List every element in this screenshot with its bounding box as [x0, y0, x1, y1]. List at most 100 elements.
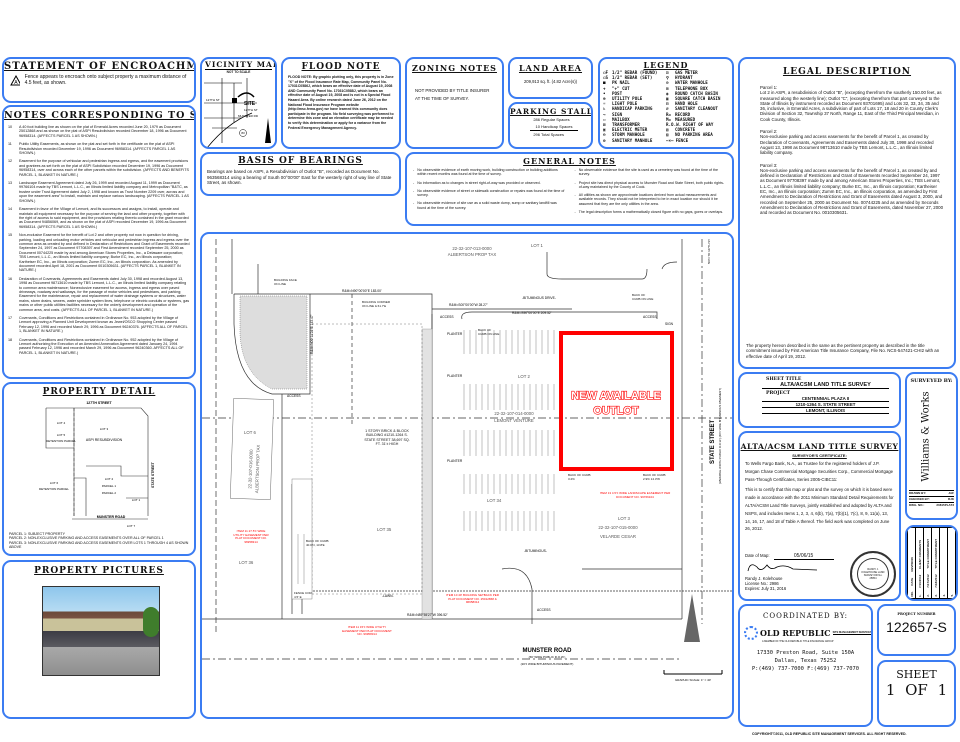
note-number: 13: [8, 181, 13, 186]
bullet-icon: -: [574, 193, 576, 198]
note-text: Easement in favor of the Village of Lemo…: [19, 207, 189, 229]
copyright-text: COPYRIGHT©2011, OLD REPUBLIC SITE MANAGE…: [752, 732, 907, 736]
sheet-title-value: ALTA/ACSM LAND TITLE SURVEY: [762, 382, 889, 389]
bearing-label: R&M=S90°00'00"E 209.52': [512, 311, 552, 315]
legend-label: HYDRANT: [675, 75, 693, 81]
property-detail-panel: PROPERTY DETAIL 127TH STREET MUNSTER ROA…: [2, 382, 196, 556]
new-outlot-highlight[interactable]: [559, 331, 674, 471]
munster-sub1: (66' WIDE PUBLIC R.O.W.): [529, 655, 566, 659]
parcel-legend-3: PARCEL 3: NON-EXCLUSIVE PARKING AND ACCE…: [9, 540, 189, 549]
legend-label: TELEPHONE BOX: [675, 85, 708, 91]
revision-cell: 4.: [941, 594, 946, 597]
total-label: Total Spaces: [541, 132, 564, 137]
back-curb-note: BACK OF CURB 3.2%: [568, 474, 591, 481]
munster-road-label: MUNSTER ROAD: [523, 648, 573, 654]
legend-item: ▣ELECTRIC METER: [603, 127, 666, 132]
planter-label: PLANTER: [447, 459, 463, 463]
address-line-1: 17330 Preston Road, Suite 150A: [756, 650, 855, 656]
encroachments-panel: STATEMENT OF ENCROACHMENTS A Fence appea…: [2, 57, 196, 103]
note-number: 11: [8, 142, 12, 147]
legend-symbol-icon: ⊟: [666, 101, 669, 107]
aspi-label: ASPI RESUBDIVISION: [86, 438, 123, 442]
lot3-label: LOT 3: [618, 516, 630, 521]
legend-symbol-icon: ▧: [666, 132, 669, 138]
flood-note-panel: FLOOD NOTE FLOOD NOTE: By graphic plotti…: [281, 57, 401, 149]
lot-label: LOT 1: [132, 498, 141, 502]
flood-note-text: FLOOD NOTE: By graphic plotting only, th…: [288, 75, 394, 130]
legal-footer: The property hereon described is the sam…: [746, 343, 940, 359]
legend-item: ⊗SANITARY MANHOLE: [603, 138, 666, 143]
parcel-label: Parcel 3:: [760, 162, 778, 168]
vicinity-map: SITE 127TH ST 127TH ST MUNSTER RD 83: [204, 78, 271, 147]
street-right-label: STATE STREET: [151, 461, 155, 488]
bullet-icon: -: [574, 168, 576, 172]
parcel-legend-2: PARCEL 2: NON-EXCLUSIVE PARKING AND ACCE…: [9, 536, 164, 541]
revision-cell: 1.: [917, 594, 922, 597]
general-note: -No observable evidence of earth moving …: [413, 168, 565, 177]
sheet-value: 1 OF 1: [885, 681, 948, 699]
parking-title: PARKING STALLS: [510, 107, 593, 116]
certificate-body: This is to certify that this map or plat…: [745, 487, 894, 532]
parcel-label: Parcel 1:: [760, 85, 778, 90]
revision-cell: CLIENT COMMENTS: [917, 539, 922, 570]
legend-item: ▦SQUARE CATCH BASIN: [666, 96, 729, 101]
lot1-label: LOT 1: [531, 243, 543, 248]
building-corner-note: BUILDING CORNER ON LINE & 61.7'E: [362, 301, 391, 308]
legend-symbol-icon: ■: [603, 80, 606, 86]
legend-symbol-icon: ○F: [603, 70, 609, 75]
note-text: Covenants, Conditions and Restrictions c…: [19, 337, 184, 355]
parcel-label: PARCEL 1: [102, 484, 117, 488]
legend-item: —×—FENCE: [666, 138, 729, 143]
revision-cell: TITLE COMMITMENT: [933, 539, 938, 570]
note-text: Declaration of Covenants, Agreements and…: [19, 276, 190, 312]
zoning-title: ZONING NOTES: [412, 63, 497, 73]
parcel-label: Parcel 2:: [760, 129, 778, 135]
lot-label: LOT 6: [50, 481, 59, 485]
planter-label: PLANTER: [447, 374, 463, 378]
parcel-text: Non-exclusive parking and access easemen…: [760, 134, 934, 156]
legend-label: TRANSFORMER: [612, 122, 640, 128]
lot3-owner: VELARDE CESAR: [600, 534, 636, 539]
project-city: LEMONT, ILLINOIS: [762, 408, 889, 414]
schedule-b-panel: NOTES CORRESPONDING TO SCHEDULE "B" 10A …: [2, 105, 196, 379]
legend-symbol-icon: R=: [666, 111, 672, 117]
legal-description-panel: LEGAL DESCRIPTION Parcel 1:Lot 2 in ASPI…: [738, 57, 956, 369]
note-number: 16: [8, 276, 13, 281]
bearing-label: R&M=N00°11'23"E 143.47': [310, 314, 314, 354]
legend-label: CONCRETE: [675, 127, 696, 133]
bullet-icon: -: [574, 210, 576, 215]
bullet-icon: -: [413, 188, 415, 193]
project-name: CENTENNIAL PLAZA II: [762, 396, 889, 402]
surveyor-name: Randy J. Kolehouse: [745, 576, 783, 581]
general-note-text: No observable evidence of street or side…: [417, 188, 565, 198]
certificate-subtitle: SURVEYOR'S CERTIFICATE:: [792, 453, 847, 458]
lot-label: LOT 7: [127, 524, 136, 528]
general-note-text: No information as to changes in street r…: [417, 180, 541, 185]
general-note-text: No observable evidence of site use as a …: [417, 201, 557, 210]
legend-symbol-icon: •: [603, 90, 606, 96]
street-label: 127TH ST: [244, 108, 258, 112]
legend-item: ☼LIGHT POLE: [603, 101, 666, 106]
graphic-scale: [663, 670, 723, 675]
lot3-pin: 22-32-107-015-0000: [598, 525, 638, 530]
building-label: 1 STORY BRICK & BLOCK BUILDING #1210-126…: [364, 429, 410, 446]
drawn-by-label: DRAWN BY:: [909, 491, 927, 495]
encroachments-text: Fence appears to encroach onto subject p…: [24, 74, 187, 86]
legend-item: ⊞TELEPHONE BOX: [666, 86, 729, 91]
legend-item: ◉ROUND CATCH BASIN: [666, 91, 729, 96]
revision-cell: DATE: [909, 577, 914, 586]
parcel-legend-1: PARCEL 1: SUBJECT PROPERTY: [9, 532, 65, 536]
legend-symbol-icon: ⊖: [603, 132, 606, 138]
sheet-number-panel: SHEET 1 OF 1: [877, 660, 956, 727]
legal-parcel: Parcel 2:Non-exclusive parking and acces…: [760, 129, 944, 155]
street-bottom-label: MUNSTER ROAD: [97, 515, 126, 519]
legend-label: STORM MANHOLE: [612, 132, 645, 138]
legend-item: M=MEASURED: [666, 117, 729, 122]
surveyor-seal: RANDY J. KOLEHOUSE LAND SURVEYOR No. 258…: [850, 551, 896, 597]
warning-triangle-icon: A: [10, 75, 20, 86]
